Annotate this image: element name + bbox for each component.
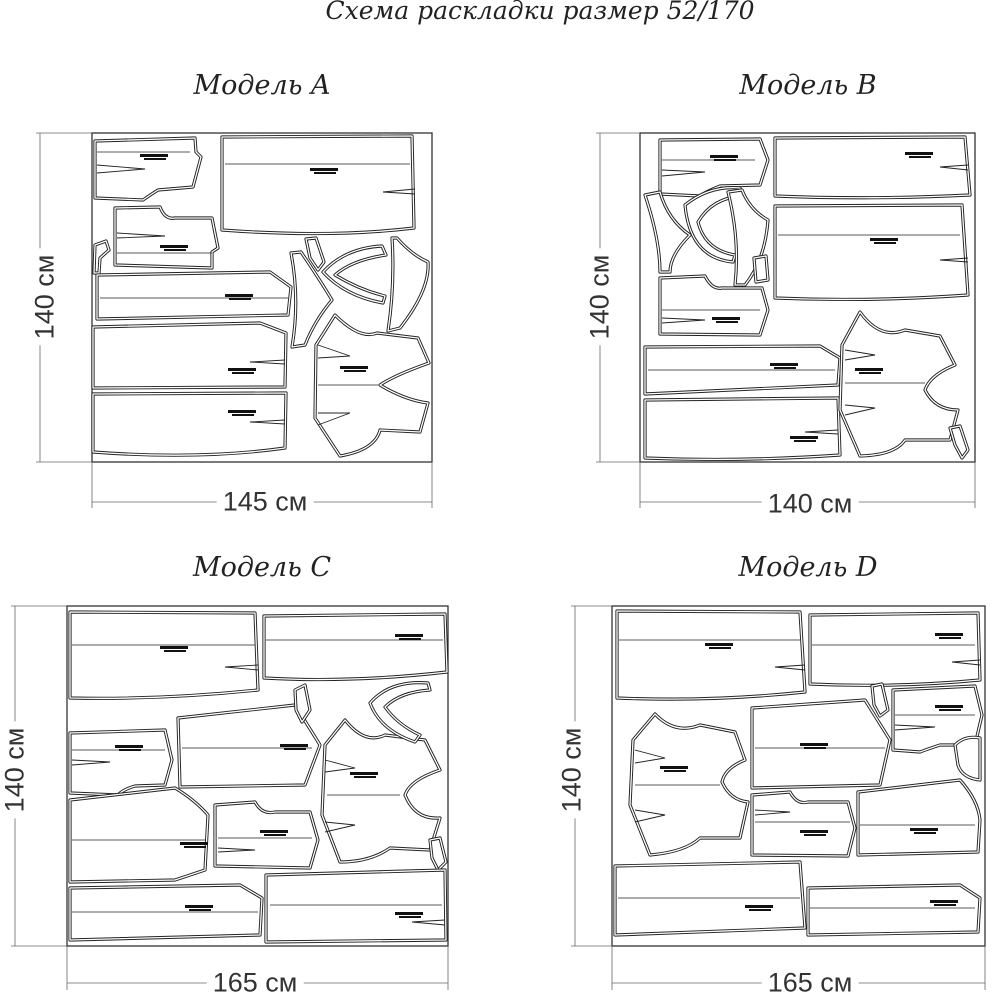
model-b-title: Модель B [739,70,877,101]
model-a-title: Модель A [193,70,331,101]
fabric-frame-b [639,132,976,463]
pattern-pieces-b [643,135,972,462]
model-d-width-label: 165 см [761,967,859,997]
model-b-width-label: 140 см [761,488,859,520]
layout-model-c [11,605,449,990]
layout-model-d [571,605,986,990]
layout-model-a [36,132,433,508]
model-a-width-label: 145 см [216,486,314,518]
pattern-pieces-a [91,134,431,458]
fabric-frame-c [66,605,449,947]
pattern-pieces-c [68,610,449,944]
pattern-pieces-d [613,609,984,937]
model-d-height-label: 140 см [556,721,588,819]
model-b-height-label: 140 см [584,248,616,346]
model-c-width-label: 165 см [206,967,304,997]
layout-model-b [596,132,976,508]
model-c-title: Модель C [192,552,332,583]
fabric-frame-d [611,605,986,947]
diagram-title: Схема раскладки размер 52/170 [325,0,755,25]
fabric-frame-a [91,132,433,463]
model-c-height-label: 140 см [0,721,31,819]
model-a-height-label: 140 см [29,248,61,346]
model-d-title: Модель D [738,552,878,583]
